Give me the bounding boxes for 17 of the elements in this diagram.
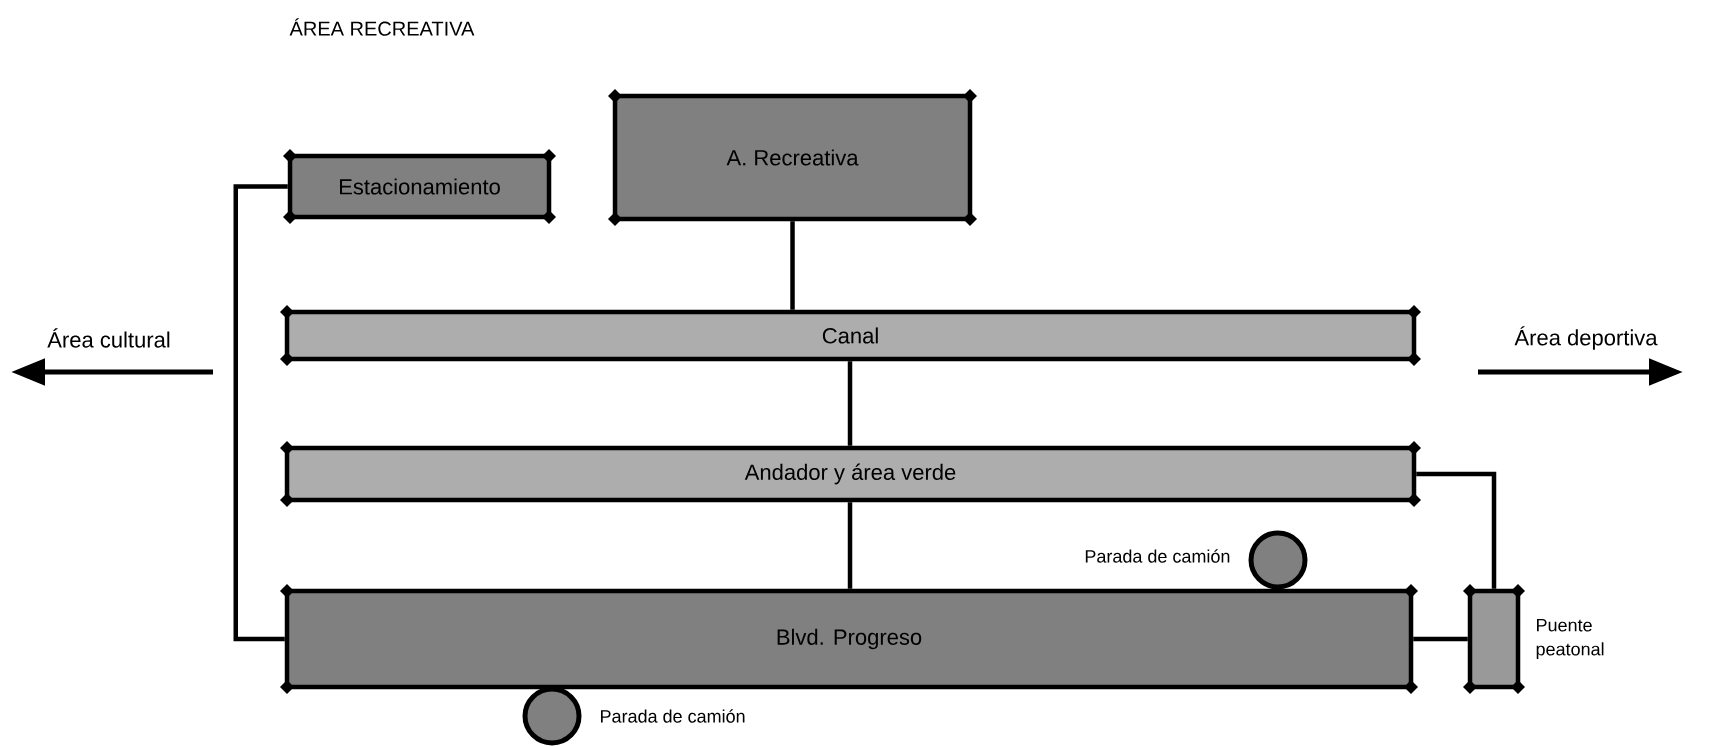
connector-line bbox=[1413, 636, 1468, 642]
connector-line bbox=[790, 221, 795, 310]
stop-caption: Parada de camión bbox=[1085, 549, 1230, 563]
area-label: Área cultural bbox=[47, 328, 170, 348]
area-block: A. Recreativa bbox=[608, 89, 977, 226]
area-label: Área deportiva bbox=[1514, 326, 1658, 350]
title: ÁREA RECREATIVA bbox=[289, 18, 475, 36]
connector-line bbox=[1416, 471, 1497, 589]
canal-band: Canal bbox=[280, 305, 1421, 366]
road-band: Blvd. Progreso bbox=[280, 584, 1418, 694]
connector-line bbox=[233, 184, 288, 642]
stop-caption: Puente peatonal bbox=[1536, 618, 1604, 660]
walkway-band: Andador y área verde bbox=[280, 441, 1421, 507]
connector-line bbox=[847, 361, 853, 446]
parking-block: Estacionamiento bbox=[283, 149, 556, 224]
connector-line bbox=[847, 502, 853, 589]
stop-caption: Parada de camión bbox=[601, 709, 745, 723]
